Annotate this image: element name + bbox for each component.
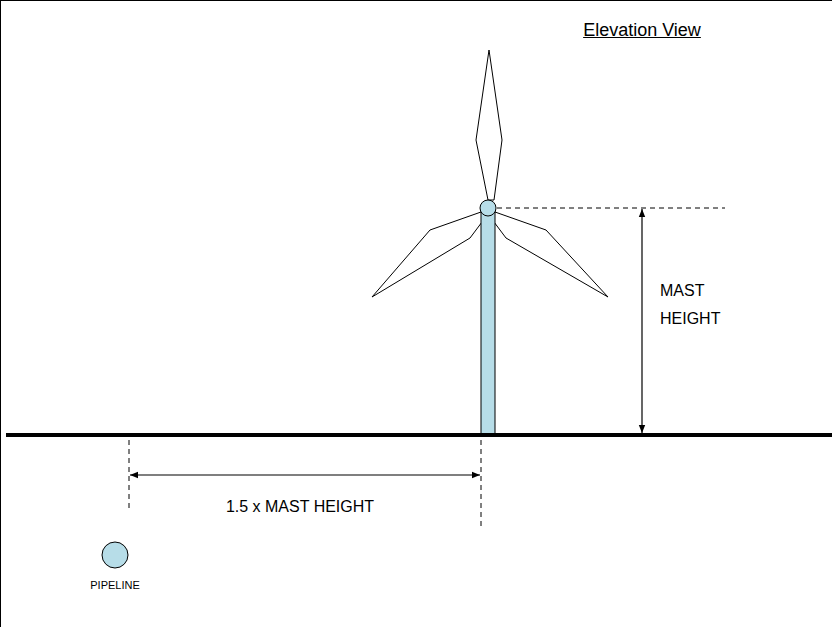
diagram-title: Elevation View	[583, 20, 701, 41]
pipeline-symbol	[102, 542, 128, 568]
ground-line	[6, 433, 832, 437]
blade	[488, 212, 608, 297]
dimension-label: 1.5 x MAST HEIGHT	[226, 497, 374, 517]
dimension-arrow	[641, 209, 642, 433]
extension-line	[481, 440, 482, 528]
dimension-label: MAST HEIGHT	[660, 277, 740, 333]
turbine-mast	[481, 208, 495, 435]
extension-line	[497, 208, 725, 209]
extension-line	[129, 440, 130, 512]
dimension-arrow	[130, 474, 480, 475]
pipeline-label: PIPELINE	[90, 578, 140, 592]
blade	[476, 50, 502, 200]
turbine-hub	[480, 200, 496, 216]
blade	[372, 212, 488, 297]
